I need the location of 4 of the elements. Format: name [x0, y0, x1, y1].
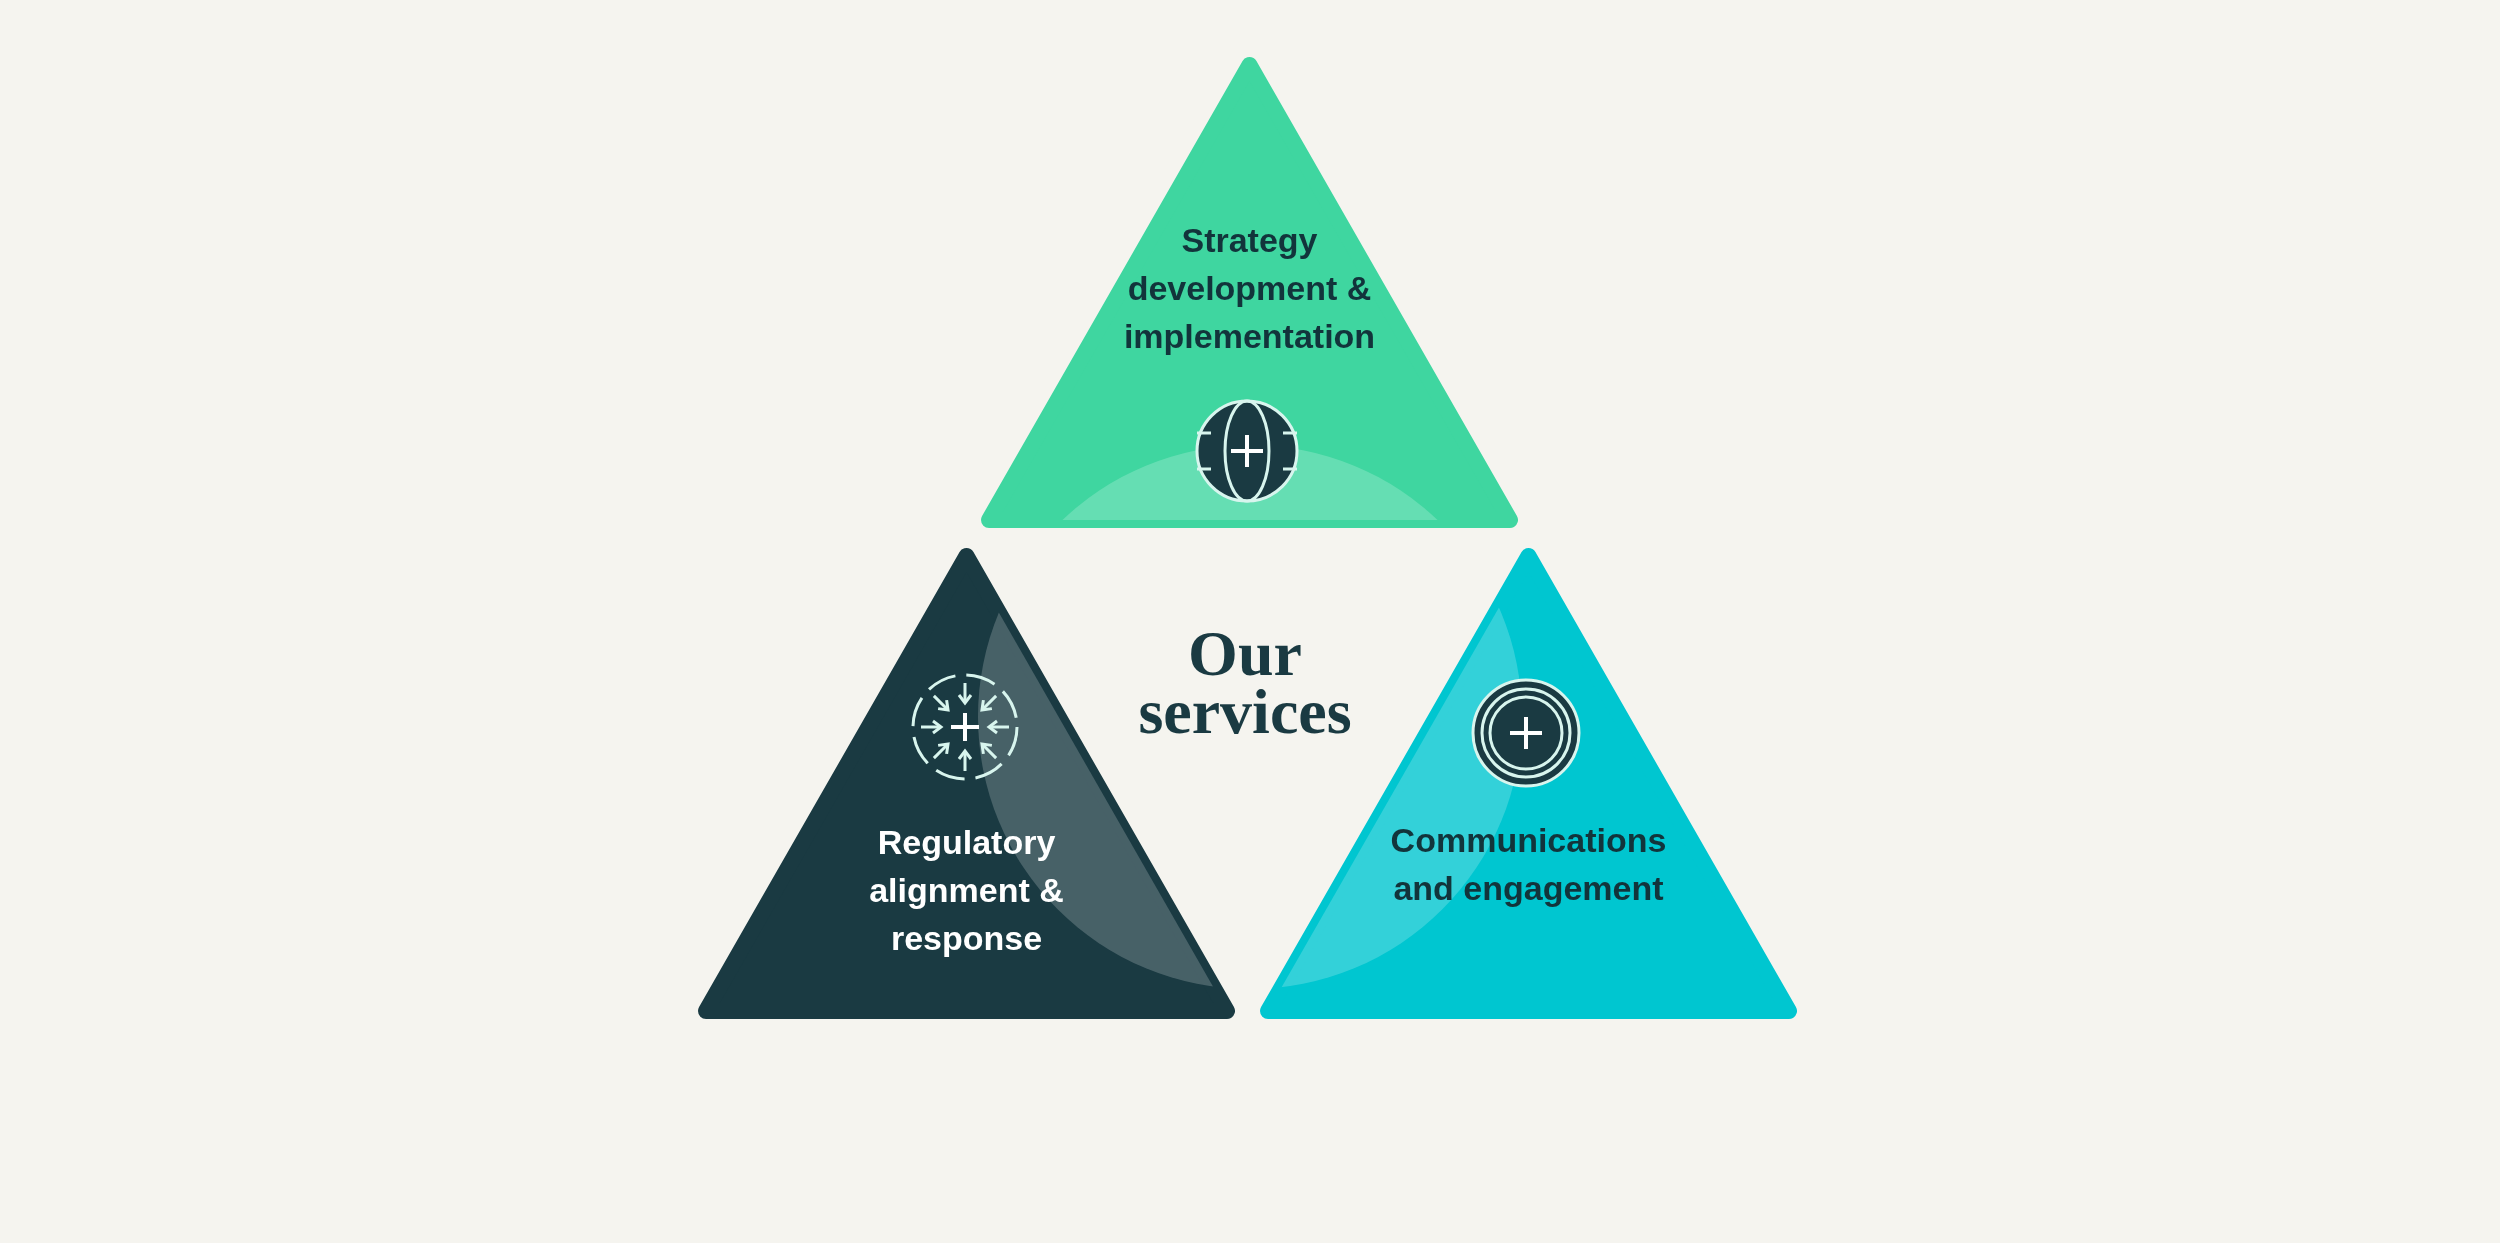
service-label: Strategy development & implementation [1122, 220, 1377, 357]
center-heading: Our services [1137, 625, 1353, 741]
service-label: Regulatory alignment & response [868, 822, 1065, 959]
service-label: Communications and engagement [1389, 820, 1668, 909]
